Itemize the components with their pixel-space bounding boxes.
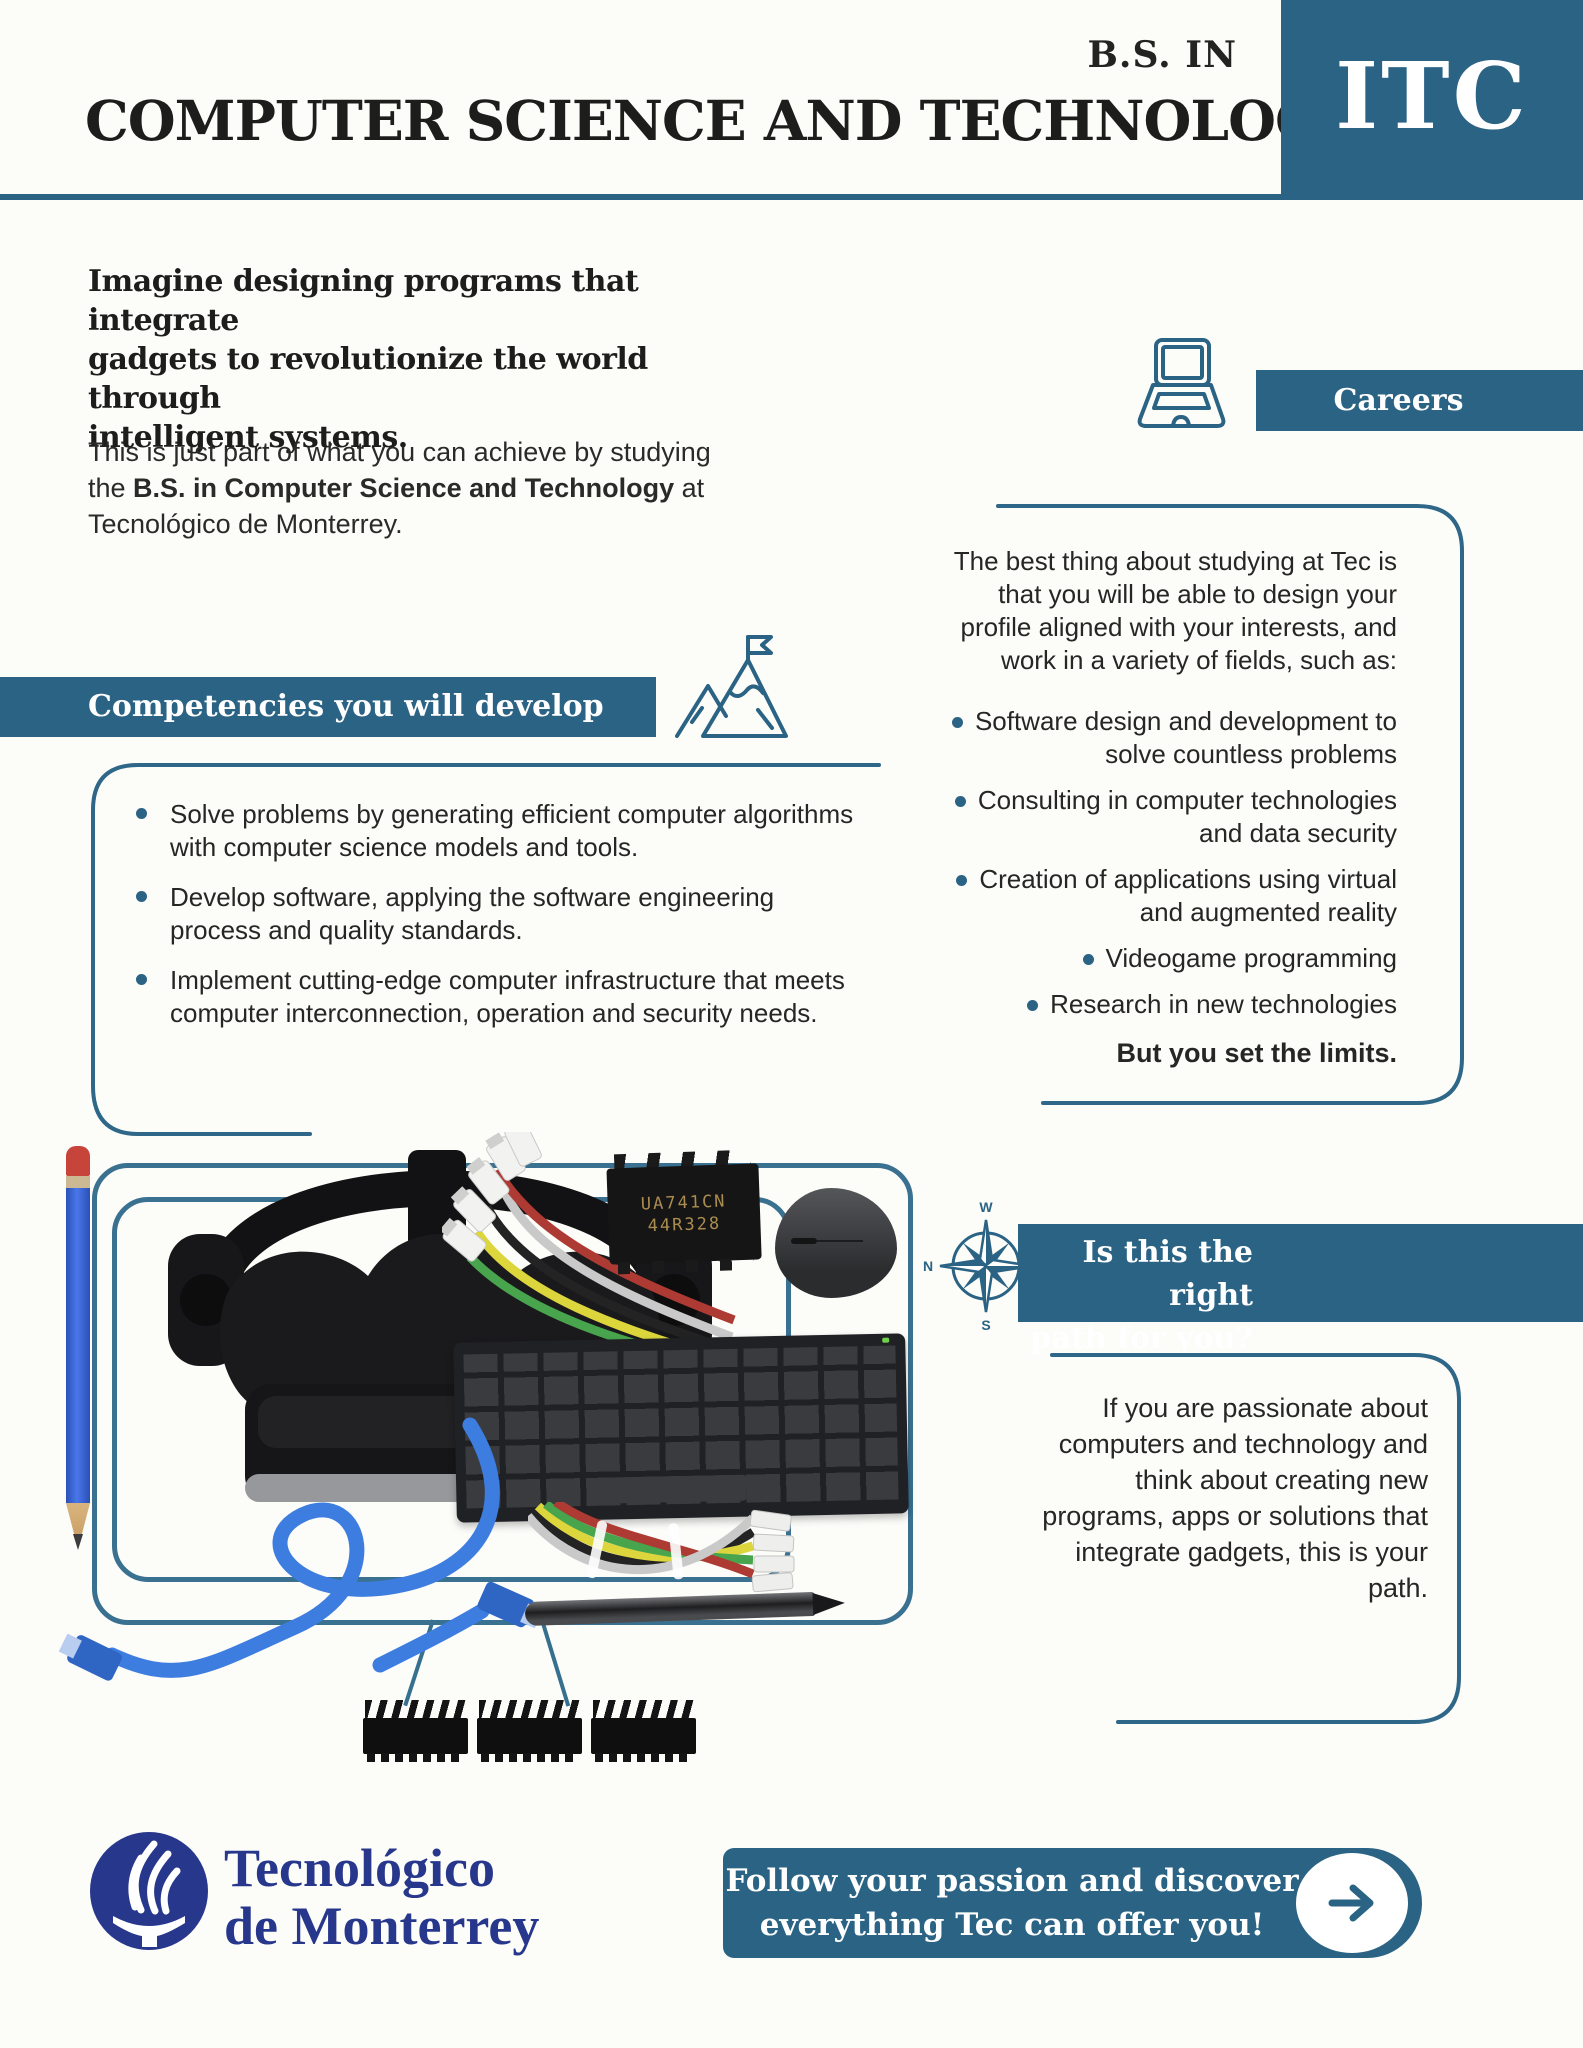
cta-text: Follow your passion and discover everyth… [723,1859,1301,1947]
torch-logo [90,1832,208,1950]
program-badge-label: ITC [1335,42,1529,150]
chip-label-line1: UA741CN [640,1191,727,1215]
intro-headline-line2: gadgets to revolutionize the world throu… [88,342,648,416]
logo-text-line1: Tecnológico [224,1838,496,1898]
cta-line2: everything Tec can offer you! [759,1907,1265,1943]
competencies-banner-label: Competencies you will develop [88,689,604,724]
mountain-flag-icon [675,635,788,738]
dip-chip-image [477,1700,582,1762]
degree-prefix: B.S. IN [1087,34,1237,76]
intro-headline-line3: intelligent systems. [88,420,408,455]
cta-arrow-button[interactable] [1296,1853,1408,1953]
competency-text: Develop software, applying the software … [170,882,775,945]
intro-paragraph-text: This is just part of what you can achiev… [88,437,711,503]
careers-closing: But you set the limits. [1116,1038,1397,1068]
career-text: Software design and development to solve… [974,706,1397,769]
careers-box: The best thing about studying at Tec is … [868,503,1465,1106]
list-item: Creation of applications using virtual a… [951,863,1397,929]
cable-bundle-image [528,1502,795,1593]
careers-intro: The best thing about studying at Tec is … [953,546,1397,675]
intro-paragraph-bold: B.S. in Computer Science and Technology [133,473,675,503]
bullet-icon [956,875,968,886]
list-item: Research in new technologies [951,988,1397,1021]
bullet-icon [954,796,966,807]
path-box: If you are passionate about computers an… [1040,1352,1462,1725]
chip-label-line2: 44R328 [647,1213,722,1237]
list-item: Solve problems by generating efficient c… [134,798,860,864]
cta-line1: Follow your passion and discover [725,1863,1299,1899]
intro-paragraph: This is just part of what you can achiev… [88,434,713,542]
arrow-right-icon [1328,1884,1374,1922]
path-text: If you are passionate about computers an… [1042,1393,1428,1603]
compass-label-left: N [923,1258,933,1274]
competency-text: Solve problems by generating efficient c… [170,799,854,862]
list-item: Videogame programming [951,942,1397,975]
careers-list: Software design and development to solve… [951,705,1397,1021]
header-divider [0,194,1281,200]
dip-chip-image [363,1700,468,1762]
intro-headline-line1: Imagine designing programs that integrat… [88,264,639,338]
career-text: Research in new technologies [1050,989,1397,1019]
career-text: Consulting in computer technologies and … [977,785,1397,848]
logo-text-line2: de Monterrey [224,1896,540,1956]
list-item: Consulting in computer technologies and … [951,784,1397,850]
bullet-icon [136,974,147,985]
competencies-banner: Competencies you will develop [0,677,656,737]
ic-chip-image: UA741CN 44R328 [606,1149,762,1275]
path-banner-line2: path for you? [1030,1321,1253,1356]
bullet-icon [1082,954,1094,965]
path-banner: Is this the right path for you? [1018,1224,1583,1356]
page-title: COMPUTER SCIENCE AND TECHNOLOGY [85,88,1360,153]
competency-text: Implement cutting-edge computer infrastr… [170,965,845,1028]
cta-banner[interactable]: Follow your passion and discover everyth… [723,1848,1422,1958]
competencies-box-border [91,763,881,1136]
laptop-icon [1137,338,1226,428]
list-item: Develop software, applying the software … [134,881,860,947]
intro-headline: Imagine designing programs that integrat… [88,262,788,457]
pencil-image [66,1146,90,1566]
competencies-list: Solve problems by generating efficient c… [134,798,860,1047]
careers-banner: Careers [1256,370,1583,431]
blue-cable-image [58,1417,543,1681]
compass-label-bottom: S [981,1317,990,1332]
compass-label-top: W [979,1200,993,1215]
careers-content: The best thing about studying at Tec is … [951,545,1397,1070]
careers-banner-label: Careers [1333,383,1464,418]
bullet-icon [136,808,147,819]
competencies-box: Solve problems by generating efficient c… [90,762,882,1137]
careers-box-border [996,504,1464,1105]
intro-paragraph-tail: at Tecnológico de Monterrey. [88,473,705,539]
path-banner-line1: Is this the right [1082,1235,1253,1313]
list-item: Implement cutting-edge computer infrastr… [134,964,860,1030]
path-box-border [1050,1353,1461,1724]
mouse-image [775,1188,897,1298]
program-badge: ITC [1281,0,1583,200]
career-text: Creation of applications using virtual a… [979,864,1397,927]
list-item: Software design and development to solve… [951,705,1397,771]
bullet-icon [136,891,147,902]
career-text: Videogame programming [1105,943,1397,973]
bullet-icon [1027,1000,1039,1011]
bullet-icon [951,717,963,728]
dip-chip-image [591,1700,696,1762]
